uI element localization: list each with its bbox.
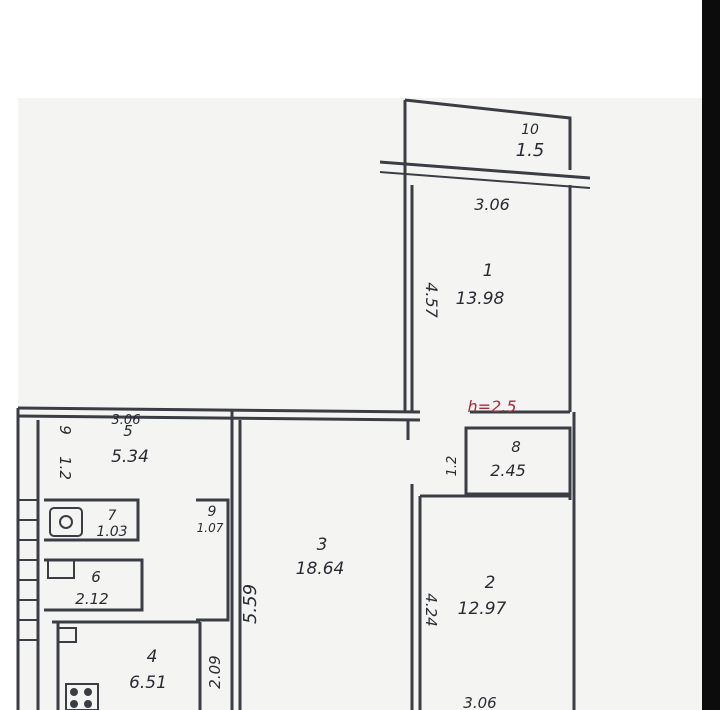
room-8-number: 8	[511, 438, 521, 456]
dim-room8-depth: 1.2	[445, 456, 460, 477]
room-1-area: 13.98	[456, 289, 505, 309]
fixtures	[47, 507, 99, 710]
sink-icon	[47, 559, 75, 579]
room-10-area: 1.5	[516, 140, 545, 161]
dim-room2-depth: 4.24	[422, 593, 440, 626]
room-labels: 10 1.5 1 13.98 5 5.34 8 2.45 7 1.03 9 1.…	[75, 122, 544, 693]
room-3-area: 18.64	[296, 559, 345, 579]
screen-edge	[702, 0, 720, 710]
room-6-area: 2.12	[75, 590, 108, 608]
floor-plan-paper	[18, 98, 702, 710]
room-10-number: 10	[521, 122, 539, 138]
dim-small-9: 9	[56, 425, 74, 435]
walls	[16, 98, 591, 710]
room-2-number: 2	[485, 573, 496, 593]
room-7-area: 1.03	[96, 524, 127, 540]
room-9-number: 9	[208, 504, 217, 520]
room-2-area: 12.97	[458, 599, 507, 619]
dim-room5-depth: 1.2	[56, 456, 74, 480]
dim-room5-width: 3.06	[112, 413, 141, 428]
stove-icon	[65, 683, 99, 710]
dim-room1-depth: 4.57	[422, 282, 441, 318]
room-1-number: 1	[483, 261, 494, 281]
dim-room4-depth: 2.09	[206, 655, 224, 688]
room-6-number: 6	[91, 568, 101, 586]
room-5-area: 5.34	[111, 447, 149, 467]
ceiling-height-label: h=2.5	[468, 397, 517, 416]
stair-hatch	[18, 499, 38, 641]
dimension-labels: 3.06 4.57 3.06 9 1.2 5.59 4.24 1.2 2.09 …	[56, 195, 517, 710]
dim-room3-depth: 5.59	[240, 584, 261, 624]
room-7-number: 7	[108, 508, 117, 524]
room-4-number: 4	[147, 647, 158, 667]
sink-2-icon	[57, 627, 77, 643]
toilet-icon	[49, 507, 83, 537]
room-8-area: 2.45	[490, 461, 526, 480]
room-3-number: 3	[317, 535, 328, 555]
room-4-area: 6.51	[129, 673, 167, 693]
room-9-area: 1.07	[197, 521, 224, 535]
room-5-number: 5	[123, 422, 133, 440]
dim-room2-width: 3.06	[463, 694, 496, 710]
dim-room1-width: 3.06	[474, 195, 510, 214]
